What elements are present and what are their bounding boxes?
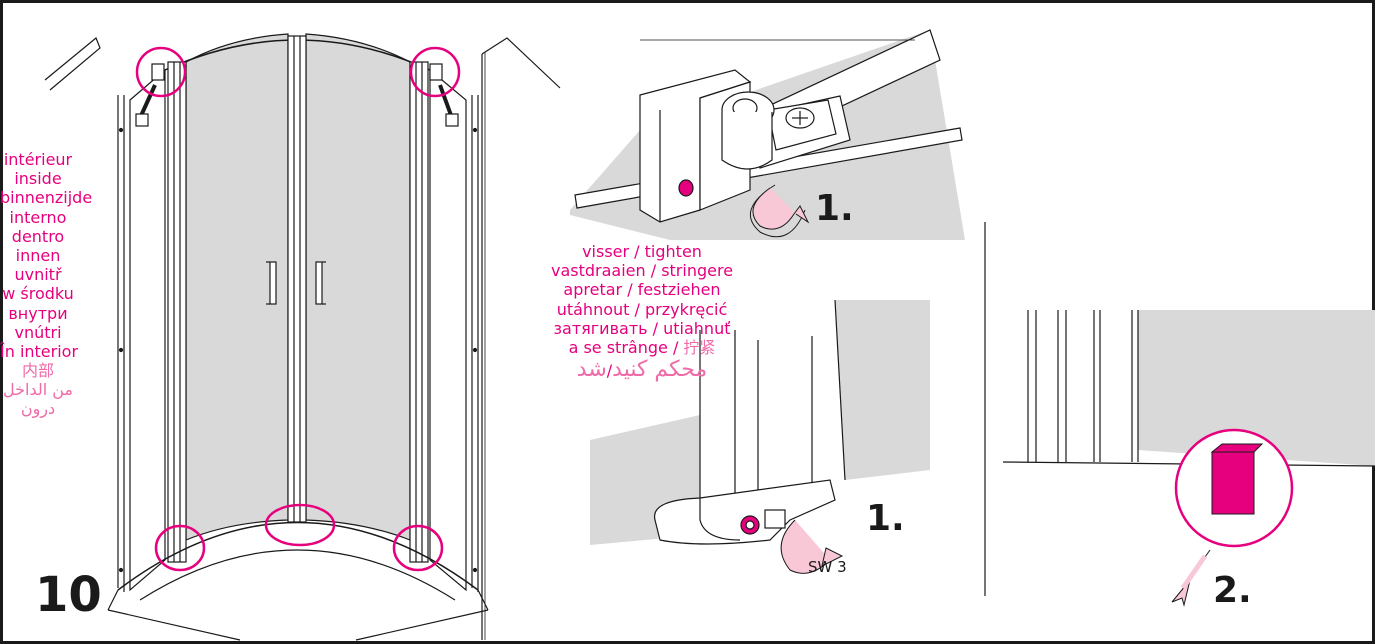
tighten-label-line: apretar / festziehen bbox=[563, 280, 721, 300]
step-label-bottom: 1. bbox=[866, 498, 905, 539]
inside-label-line: interno bbox=[9, 207, 67, 227]
tighten-label: visser / tighten vastdraaien / stringere… bbox=[504, 242, 780, 383]
step-number: 10 bbox=[35, 567, 102, 623]
highlight-top-right bbox=[409, 46, 461, 98]
inside-label-line: În interior bbox=[0, 341, 79, 361]
inside-label-line: uvnitř bbox=[14, 265, 62, 285]
inside-label-line: dentro bbox=[11, 226, 65, 246]
step-label-right: 2. bbox=[1213, 570, 1252, 611]
tighten-label-line: محکم کنید/شد bbox=[504, 357, 780, 383]
inside-label: intérieur inside binnenzijde interno den… bbox=[0, 150, 93, 419]
bottom-detail bbox=[590, 299, 930, 640]
bracket-detail bbox=[570, 29, 965, 240]
rotation-arrow-top bbox=[750, 184, 810, 238]
tighten-arabic: شد bbox=[576, 357, 607, 383]
inside-label-line: внутри bbox=[8, 303, 68, 323]
shower-enclosure-drawing bbox=[44, 33, 561, 641]
tighten-label-line: vastdraaien / stringere bbox=[550, 261, 734, 281]
tighten-latin: a se strânge / bbox=[568, 337, 684, 357]
highlight-bottom-center bbox=[264, 503, 336, 547]
pull-arrow bbox=[1171, 549, 1211, 607]
inside-label-line: 内部 bbox=[21, 361, 54, 381]
inside-label-line: binnenzijde bbox=[0, 188, 93, 208]
highlight-bottom-right bbox=[392, 524, 444, 572]
tighten-label-line: visser / tighten bbox=[582, 242, 702, 261]
tighten-persian: محکم کنید bbox=[612, 357, 708, 383]
inside-label-line: درون bbox=[20, 399, 56, 419]
seal-piece bbox=[1210, 443, 1264, 515]
inside-label-line: من الداخل bbox=[2, 380, 73, 400]
tighten-label-line: utáhnout / przykręcić bbox=[556, 299, 728, 319]
tighten-label-line: a se strânge / 拧紧 bbox=[504, 338, 780, 357]
inside-label-line: w środku bbox=[2, 284, 74, 304]
seal-detail bbox=[1002, 310, 1375, 467]
tighten-separator: / bbox=[606, 361, 613, 381]
rotation-arrow-bottom bbox=[780, 519, 844, 574]
highlight-bottom-left bbox=[154, 524, 206, 572]
inside-label-line: vnútri bbox=[14, 322, 62, 342]
inside-label-line: intérieur bbox=[3, 150, 73, 169]
step-label-top: 1. bbox=[815, 188, 854, 229]
highlight-top-left bbox=[135, 46, 187, 98]
inside-label-line: innen bbox=[15, 245, 61, 265]
inside-label-line: inside bbox=[14, 169, 62, 189]
highlight-circles bbox=[135, 46, 461, 572]
tool-size-label: SW 3 bbox=[808, 558, 847, 576]
tighten-chinese: 拧紧 bbox=[683, 337, 716, 357]
tighten-label-line: затягивать / utiahnuť bbox=[553, 318, 731, 338]
